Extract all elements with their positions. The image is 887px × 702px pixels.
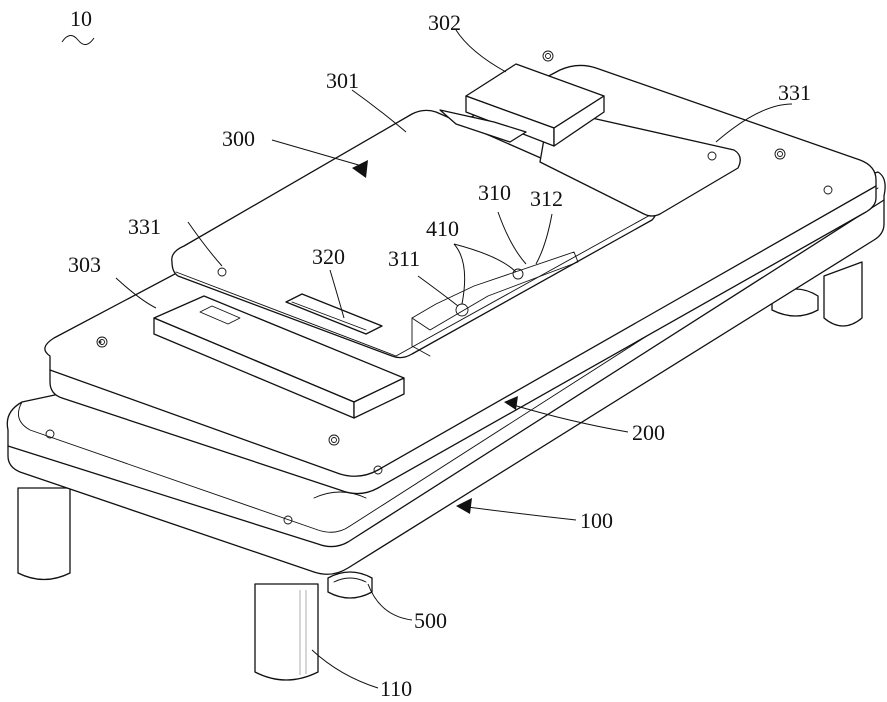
label-500: 500 xyxy=(414,608,447,633)
label-110: 110 xyxy=(380,676,412,701)
leg-front-center xyxy=(255,584,318,680)
leader-100 xyxy=(460,506,576,520)
leg-back-right xyxy=(824,262,862,326)
label-331-right: 331 xyxy=(778,80,811,105)
label-320: 320 xyxy=(312,244,345,269)
label-301: 301 xyxy=(326,68,359,93)
label-312: 312 xyxy=(530,186,563,211)
label-100: 100 xyxy=(580,508,613,533)
leader-500 xyxy=(368,584,412,620)
label-300: 300 xyxy=(222,126,255,151)
label-302: 302 xyxy=(428,10,461,35)
spacer-center xyxy=(328,572,372,598)
label-311: 311 xyxy=(388,246,420,271)
label-410: 410 xyxy=(426,216,459,241)
label-303: 303 xyxy=(68,252,101,277)
leader-110 xyxy=(312,650,378,688)
leg-front-left xyxy=(18,488,70,580)
label-310: 310 xyxy=(478,180,511,205)
arrow-100 xyxy=(456,498,472,514)
label-200: 200 xyxy=(632,420,665,445)
leader-301 xyxy=(352,90,406,132)
leader-302 xyxy=(456,30,506,72)
label-assembly: 10 xyxy=(70,6,92,31)
label-331-left: 331 xyxy=(128,214,161,239)
assembly-squiggle xyxy=(62,35,94,44)
